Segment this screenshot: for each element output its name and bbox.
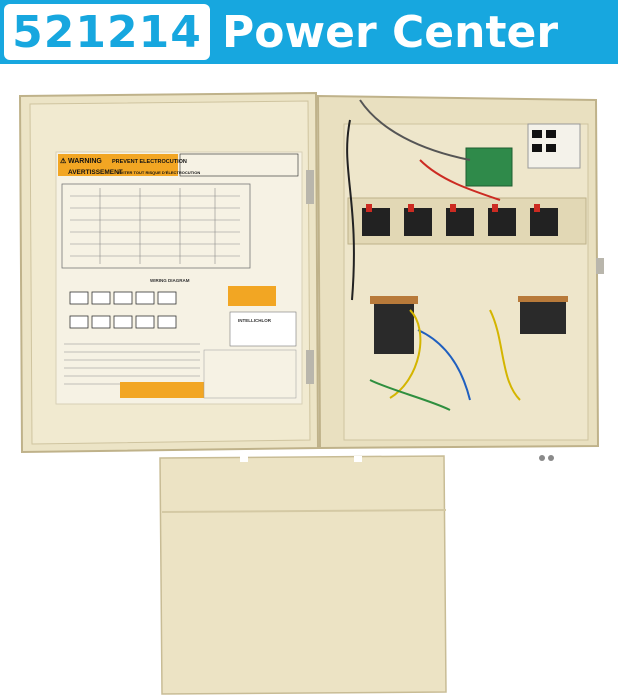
svg-text:⚠: ⚠ xyxy=(60,157,67,165)
eviter-text: ÉVITER TOUT RISQUE D'ÉLECTROCUTION xyxy=(118,170,200,175)
intellichlor-text: INTELLICHLOR xyxy=(238,318,272,323)
product-title: Power Center xyxy=(222,6,559,58)
title-banner: 521214 Power Center xyxy=(0,0,618,64)
enclosure-door: ⚠ WARNING PREVENT ELECTROCUTION AVERTISS… xyxy=(18,91,320,454)
part-number-box: 521214 xyxy=(4,4,210,60)
wiring-diagram-text: WIRING DIAGRAM xyxy=(150,278,190,283)
avertissement-text: AVERTISSEMENT xyxy=(68,169,123,176)
part-number: 521214 xyxy=(12,6,202,58)
product-photo: ⚠ WARNING PREVENT ELECTROCUTION AVERTISS… xyxy=(18,91,604,695)
cover-panel xyxy=(159,455,447,695)
prevent-text: PREVENT ELECTROCUTION xyxy=(112,159,187,165)
enclosure-body xyxy=(316,94,604,450)
warning-text: WARNING xyxy=(68,158,102,165)
